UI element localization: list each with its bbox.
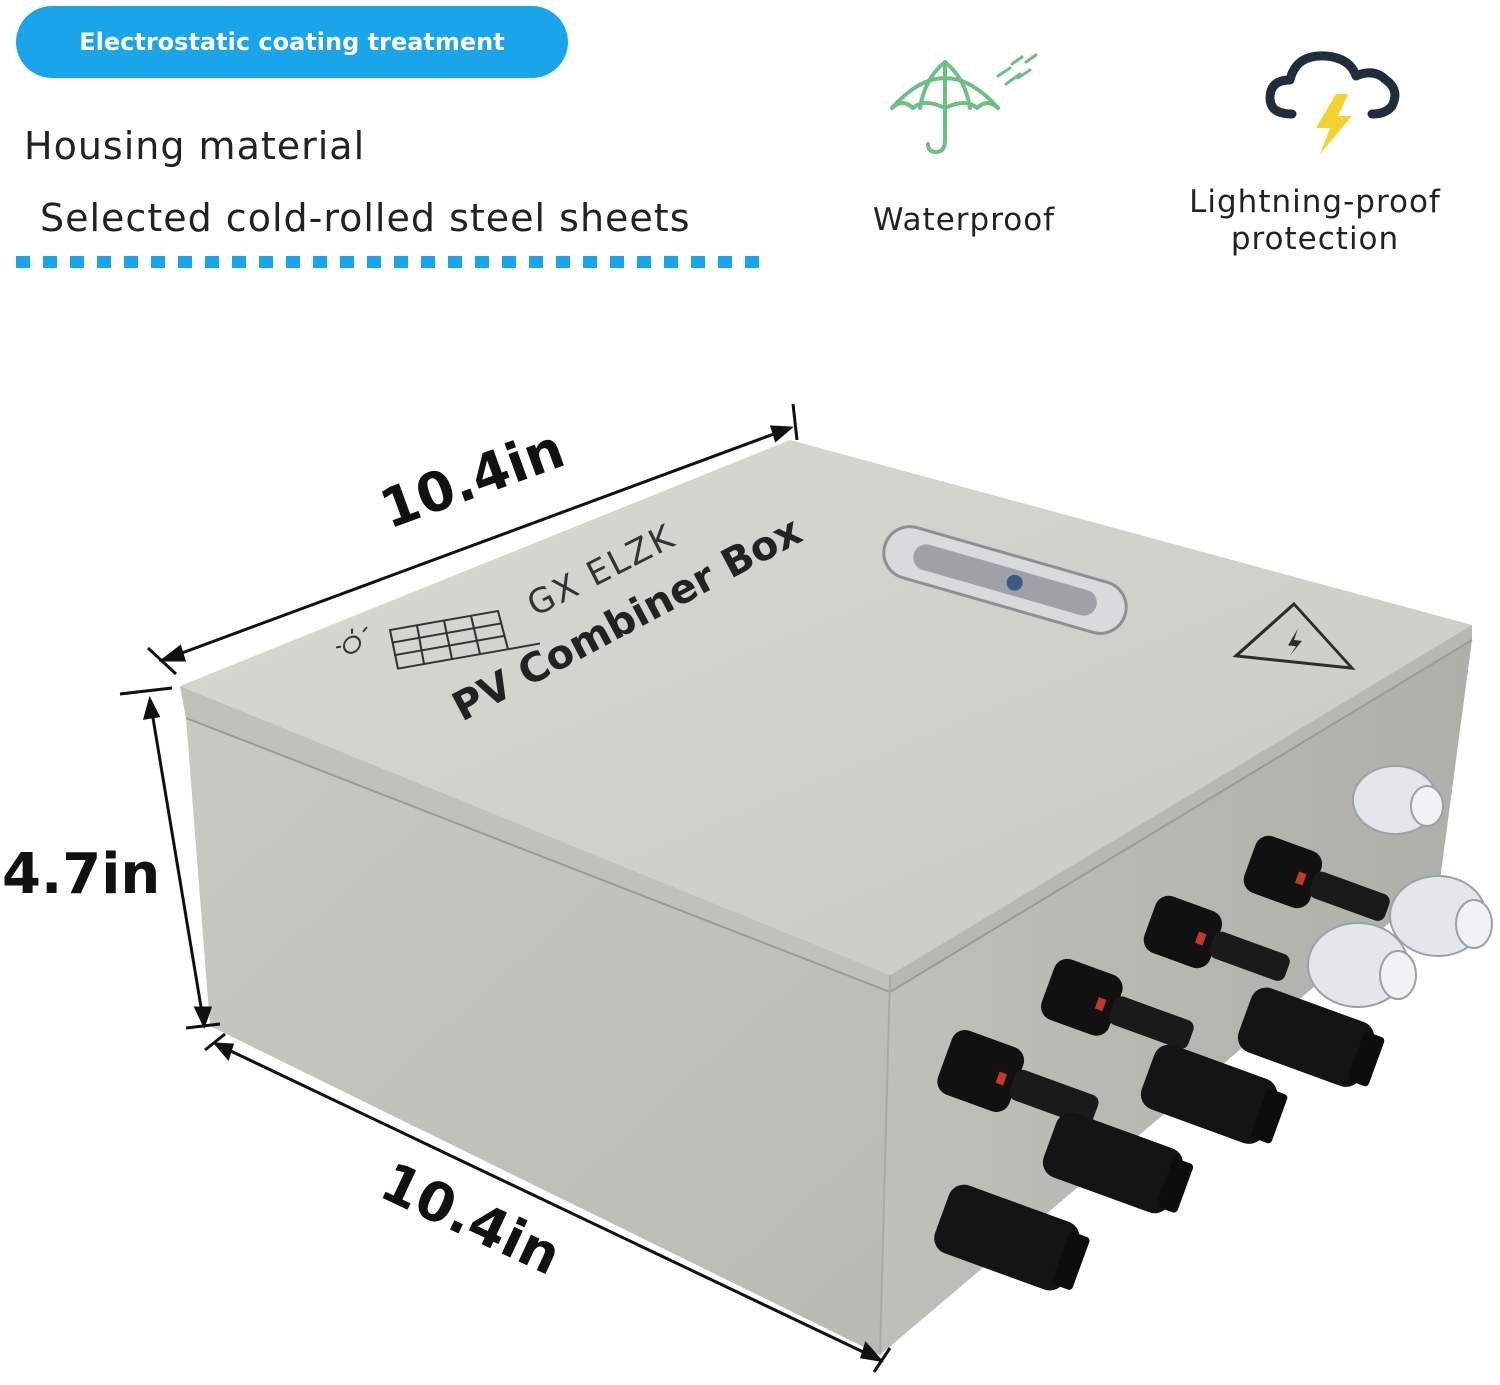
- coating-badge: Electrostatic coating treatment: [16, 6, 568, 78]
- waterproof-label: Waterproof: [872, 202, 1056, 238]
- lightning-proof-label: Lightning-proof protection: [1189, 184, 1441, 257]
- mc4-connector: [1140, 1044, 1288, 1144]
- box-lid-side-lip: [890, 625, 1472, 992]
- pv-combiner-box-illustration: GX ELZK PV Combiner Box: [119, 403, 1493, 1373]
- umbrella-rain-icon: [890, 53, 1038, 154]
- mc4-connector: [1143, 895, 1290, 981]
- cable-gland: [1389, 875, 1493, 957]
- cable-gland: [1307, 922, 1417, 1008]
- solar-logo: [336, 609, 540, 670]
- mc4-connector: [1042, 1112, 1194, 1214]
- box-left-face: [186, 718, 890, 1355]
- dimension-lines: [119, 403, 892, 1373]
- mc4-connector: [1237, 987, 1385, 1087]
- dashed-divider: [16, 256, 764, 268]
- box-top-face: [180, 440, 1472, 975]
- cloud-lightning-icon: [1265, 51, 1400, 154]
- lid-latch: [882, 525, 1128, 635]
- mc4-connector: [934, 1184, 1090, 1291]
- high-voltage-warning-icon: [1232, 601, 1356, 670]
- mc4-connector: [1040, 958, 1194, 1049]
- box-right-face: [880, 640, 1472, 1355]
- housing-material-label: Housing material: [24, 124, 366, 168]
- mc4-connector: [937, 1029, 1099, 1126]
- cable-gland: [1352, 765, 1444, 835]
- height-dimension: 4.7in: [2, 842, 161, 907]
- mc4-connector: [1243, 835, 1390, 921]
- housing-material-value: Selected cold-rolled steel sheets: [40, 196, 691, 240]
- box-lid-front-lip: [180, 686, 890, 992]
